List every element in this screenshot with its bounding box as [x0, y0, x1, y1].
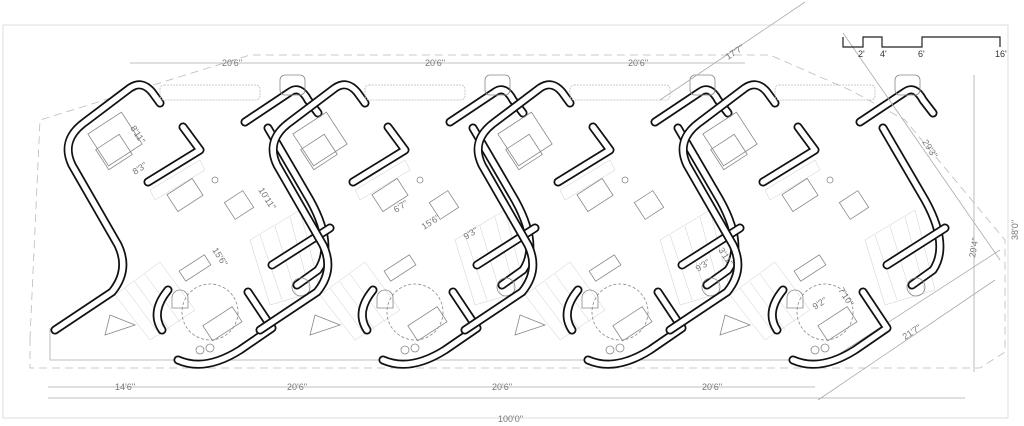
overall-width: 100'0''	[498, 414, 523, 424]
dwelling-unit-4	[670, 75, 945, 364]
dim-living-1: 10'11''	[256, 186, 278, 212]
right-diagonal-line	[842, 32, 1001, 261]
top-dimension-2: 20'6''	[425, 58, 445, 68]
top-dimension-3: 20'6''	[628, 58, 648, 68]
dim-bath-2: 9'3''	[462, 225, 480, 242]
scale-tick-16: 16'	[995, 49, 1007, 59]
dimension-21-7: 21'7''	[901, 322, 924, 342]
dwelling-unit	[50, 74, 335, 369]
scale-tick-2: 2'	[858, 49, 865, 59]
dim-unit-2-length: 15'6''	[420, 212, 443, 232]
bottom-dimension-3: 20'6''	[492, 382, 512, 392]
site-edge	[49, 249, 1001, 361]
dim-dining-2: 6'7''	[392, 198, 410, 215]
overall-height: 38'0''	[1010, 220, 1020, 240]
dim-room-4-width: 9'2''	[811, 295, 829, 312]
dim-room-4-depth: 7'10''	[836, 286, 856, 309]
diagonal-dimension-line	[659, 1, 806, 101]
bottom-right-diagonal-line	[817, 279, 996, 401]
dim-bedroom-1-depth: 8'3''	[131, 160, 149, 177]
dim-unit-1-length: 15'6''	[210, 246, 230, 269]
site-boundary	[29, 54, 1006, 369]
furniture	[87, 74, 311, 355]
dim-bedroom-1-width: 8'11''	[128, 124, 147, 146]
dimension-17-7: 17'7''	[724, 42, 747, 62]
top-dimension-1: 20'6''	[222, 58, 242, 68]
bottom-dimension-4: 20'6''	[702, 382, 722, 392]
scale-tick-4: 4'	[880, 49, 887, 59]
scale-tick-6: 6'	[918, 49, 925, 59]
bottom-dimension-2: 20'6''	[287, 382, 307, 392]
scale-bar: 2' 4' 6' 16'	[842, 36, 1007, 59]
drawing-frame	[2, 24, 1009, 419]
bottom-dimension-1: 14'6''	[115, 382, 135, 392]
